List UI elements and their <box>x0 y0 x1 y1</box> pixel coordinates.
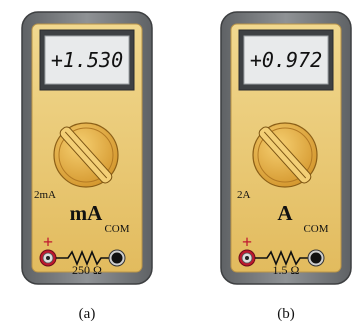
com-label: COM <box>104 223 129 235</box>
display-screen <box>44 35 130 85</box>
caption-a: (a) <box>79 306 96 322</box>
plus-label: + <box>242 232 252 252</box>
resistance-label: 1.5 Ω <box>273 263 300 277</box>
display-reading: +1.530 <box>51 48 123 72</box>
range-dial-rim <box>58 127 114 183</box>
unit-label: mA <box>70 201 103 225</box>
display-reading: +0.972 <box>250 48 322 72</box>
internal-resistor <box>56 249 110 267</box>
meter-a: +1.530 2mA mA + COM 250 Ω <box>21 11 153 285</box>
dial-pointer <box>258 126 312 184</box>
range-label: 2A <box>237 189 251 201</box>
resistance-label: 250 Ω <box>72 263 102 277</box>
com-terminal-inner <box>111 252 123 264</box>
caption-b: (b) <box>277 306 295 322</box>
display-screen <box>243 35 329 85</box>
plus-label: + <box>43 232 53 252</box>
plus-terminal-hole <box>46 256 50 260</box>
com-terminal-inner <box>310 252 322 264</box>
range-dial-rim <box>257 127 313 183</box>
plus-terminal-hole <box>245 256 249 260</box>
range-label: 2mA <box>34 189 56 201</box>
com-label: COM <box>303 223 328 235</box>
dial-pointer <box>59 126 113 184</box>
internal-resistor <box>255 249 309 267</box>
unit-label: A <box>277 201 293 225</box>
meter-b: +0.972 2A A + COM 1.5 Ω <box>220 11 352 285</box>
